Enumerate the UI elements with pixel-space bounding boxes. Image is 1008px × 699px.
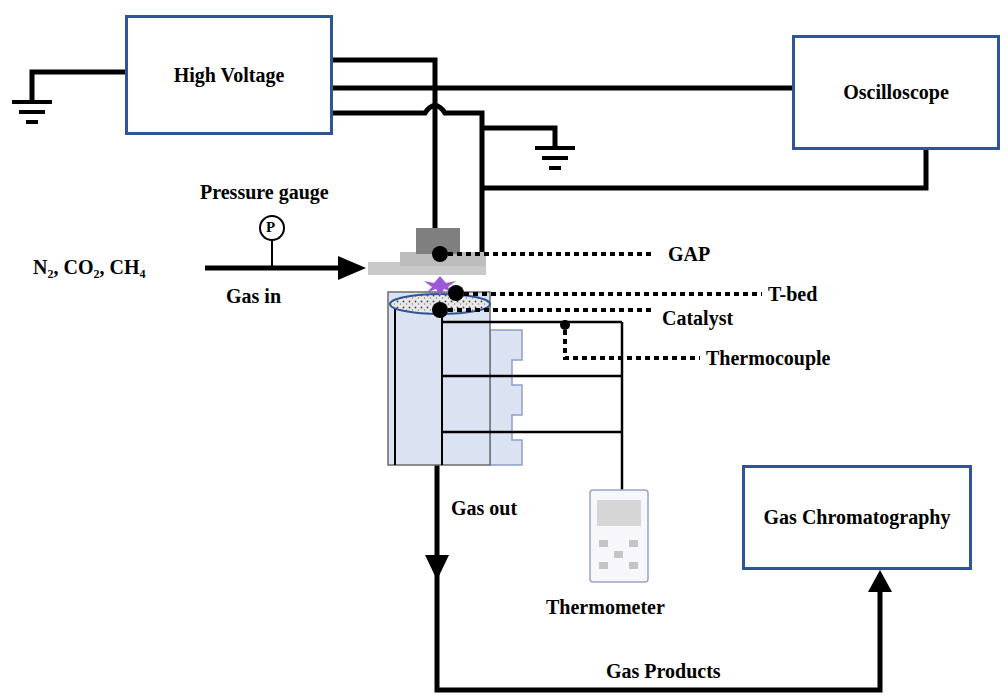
box-label: Oscilloscope [839,80,953,105]
part-label: Thermocouple [706,347,830,369]
part-label: Thermometer [546,596,665,618]
box-label: High Voltage [170,63,289,88]
part-label: T-bed [768,283,817,305]
part-label: N₂, CO₂, CH₄ [33,256,145,278]
part-label: Pressure gauge [200,181,329,203]
part-label: Gas Products [606,660,721,682]
part-label: Catalyst [662,307,733,329]
signal-wire [333,88,792,89]
part-label: Gas in [226,285,281,307]
instrument-box: Oscilloscope [792,35,1000,150]
box-label: Gas Chromatography [760,505,955,530]
part-label: P [266,219,275,236]
instrument-box: Gas Chromatography [742,465,972,570]
part-label: GAP [668,243,710,265]
part-label: Gas out [451,497,517,519]
instrument-box: High Voltage [125,15,333,135]
